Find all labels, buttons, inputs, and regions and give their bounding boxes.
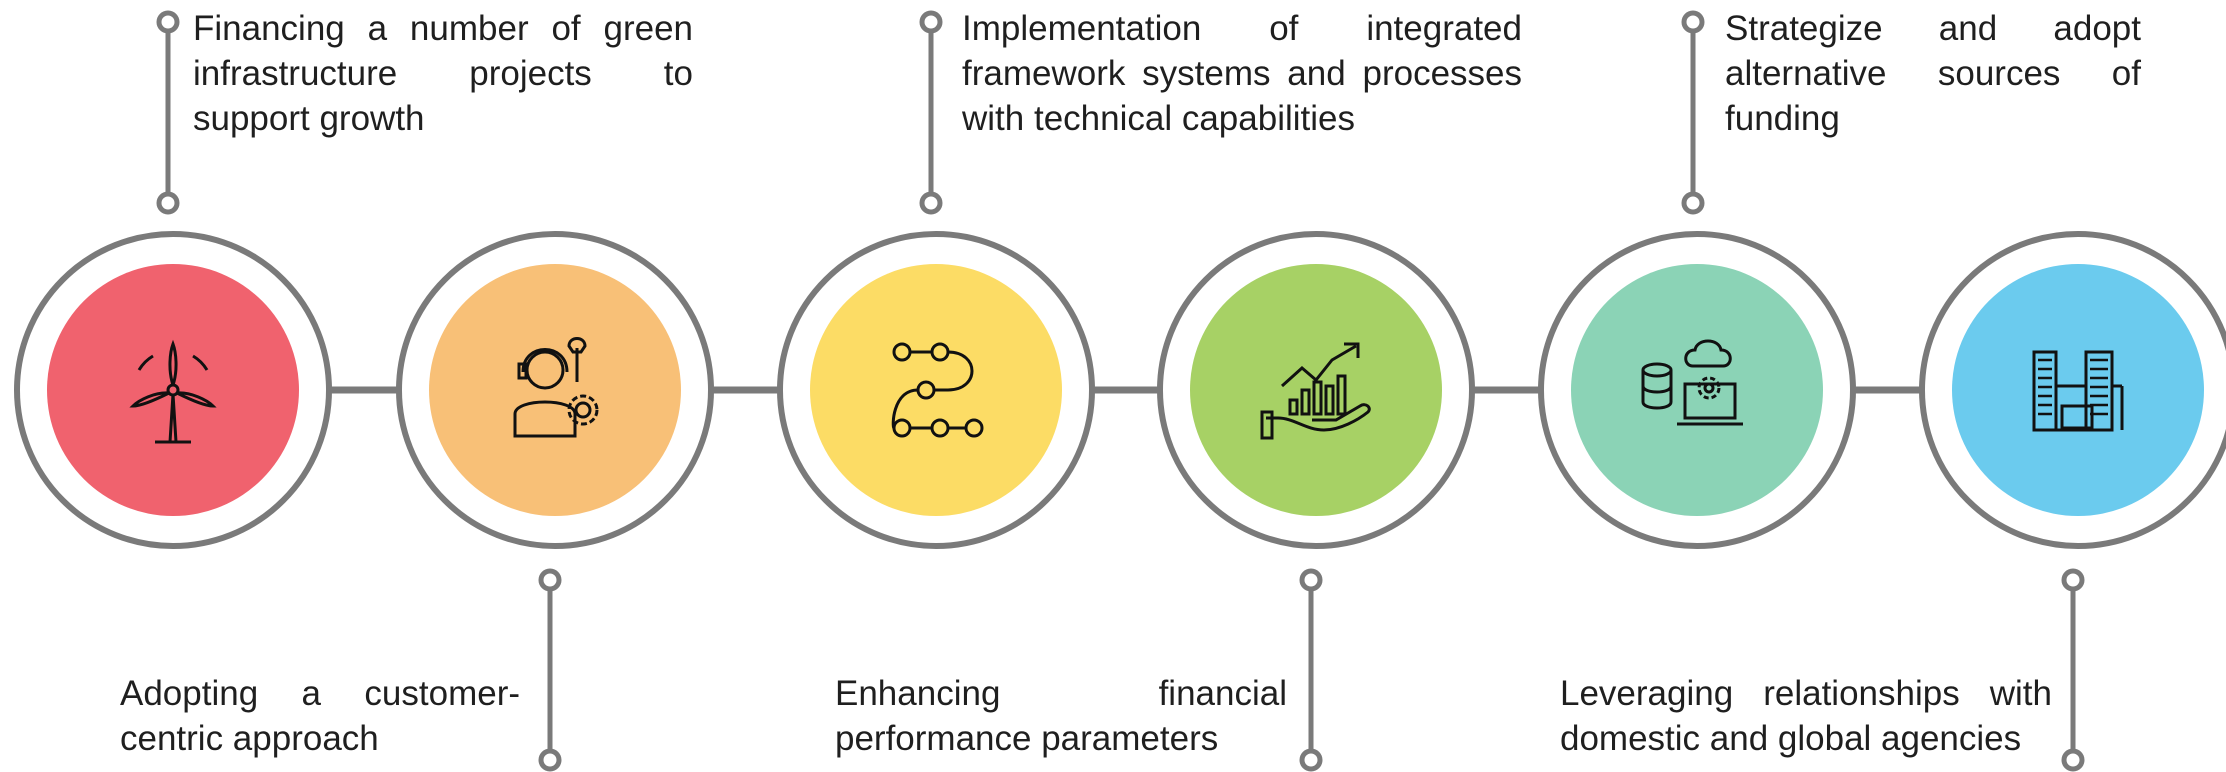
pin-end <box>1681 191 1705 215</box>
cloud-database-icon <box>1641 339 1743 426</box>
wind-turbine-icon <box>129 339 217 444</box>
step-5-label: Strategize and adopt alternative sources… <box>1725 9 2141 138</box>
pin-connector <box>1681 10 1705 215</box>
step-4 <box>1157 231 1475 549</box>
step-circle <box>429 264 681 516</box>
step-3 <box>777 231 1095 549</box>
pin-connector <box>538 568 562 772</box>
support-agent-icon <box>513 337 599 438</box>
pin-connector <box>156 10 180 215</box>
pin-connector <box>2061 568 2085 772</box>
pin-end <box>919 10 943 34</box>
step-2-label: Adopting a customer-centric approach <box>120 674 520 758</box>
pin-end <box>538 748 562 772</box>
step-4-label: Enhancing financial performance paramete… <box>835 674 1287 758</box>
step-6 <box>1919 231 2226 549</box>
pin-end <box>156 191 180 215</box>
pin-end <box>538 568 562 592</box>
step-5 <box>1538 231 1856 549</box>
pin-connector <box>919 10 943 215</box>
step-2 <box>396 231 714 549</box>
pin-end <box>2061 748 2085 772</box>
pin-end <box>2061 568 2085 592</box>
step-3-label: Implementation of integrated framework s… <box>962 9 1522 138</box>
step-6-label: Leveraging relationships with domestic a… <box>1560 674 2052 758</box>
pin-end <box>1681 10 1705 34</box>
buildings-icon <box>2032 350 2124 432</box>
pin-end <box>1299 568 1323 592</box>
step-circles <box>14 231 2226 549</box>
process-flow-icon <box>891 342 984 438</box>
step-1 <box>14 231 332 549</box>
step-circle <box>1190 264 1442 516</box>
growth-hand-icon <box>1260 342 1371 440</box>
step-circle <box>47 264 299 516</box>
pins <box>156 10 2085 772</box>
step-circle <box>1952 264 2204 516</box>
pin-end <box>156 10 180 34</box>
pin-end <box>919 191 943 215</box>
pin-connector <box>1299 568 1323 772</box>
step-1-label: Financing a number of green infrastructu… <box>193 9 693 138</box>
pin-end <box>1299 748 1323 772</box>
step-circle <box>1571 264 1823 516</box>
